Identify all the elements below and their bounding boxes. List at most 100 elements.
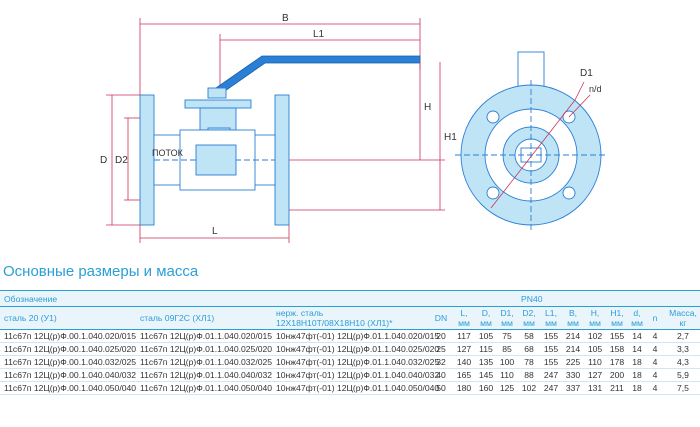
- dim-l-label: L: [212, 226, 218, 237]
- table-cell: 127: [587, 370, 603, 380]
- dim-h1-label: H1: [444, 132, 457, 143]
- table-cell: 50: [436, 383, 446, 393]
- table-cell: 214: [565, 331, 581, 341]
- valve-handle: [215, 55, 421, 94]
- header-col: d,: [633, 308, 641, 318]
- header-col: B,: [568, 308, 578, 318]
- table-cell: 155: [543, 357, 559, 367]
- header-col: L,: [460, 308, 468, 318]
- dim-b-label: B: [282, 13, 289, 24]
- dimension-d1: [490, 81, 591, 209]
- dimension-h: [289, 62, 445, 211]
- table-cell: 11с67п 12Ц(р)Ф.00.1.040.032/025: [4, 357, 137, 367]
- table-header-row-1: Обозначение PN40: [0, 290, 700, 307]
- table-cell: 58: [524, 331, 534, 341]
- header-oboznachenie: Обозначение: [4, 294, 58, 304]
- table-cell: 78: [524, 357, 534, 367]
- header-unit: мм: [501, 318, 513, 328]
- table-cell: 11с67п 12Ц(р)Ф.00.1.040.040/032: [4, 370, 137, 380]
- table-cell: 4: [652, 357, 658, 367]
- table-cell: 10нж47фт(-01) 12Ц(р)Ф.01.1.040.040/032: [276, 370, 440, 380]
- table-cell: 330: [565, 370, 581, 380]
- table-cell: 3,3: [677, 344, 689, 354]
- table-cell: 247: [543, 383, 559, 393]
- table-cell: 211: [610, 383, 624, 393]
- table-cell: 110: [500, 370, 514, 380]
- header-col: H,: [590, 308, 600, 318]
- table-cell: 155: [543, 331, 559, 341]
- table-cell: 32: [436, 357, 446, 367]
- table-cell: 4,3: [677, 357, 689, 367]
- table-cell: 102: [587, 331, 603, 341]
- table-cell: 225: [565, 357, 581, 367]
- table-cell: 14: [632, 344, 642, 354]
- table-cell: 18: [632, 370, 642, 380]
- header-unit: мм: [545, 318, 557, 328]
- dim-nd-label: n/d: [589, 84, 602, 94]
- table-cell: 140: [456, 357, 472, 367]
- dim-h-label: H: [424, 102, 431, 113]
- table-cell: 131: [587, 383, 603, 393]
- header-col: L1,: [545, 308, 557, 318]
- dimension-l: [139, 225, 290, 243]
- table-cell: 85: [502, 344, 512, 354]
- table-cell: 145: [478, 370, 494, 380]
- dimension-d: [106, 94, 140, 226]
- table-cell: 20: [436, 331, 446, 341]
- table-cell: 135: [478, 357, 494, 367]
- dim-d-label: D: [100, 155, 107, 166]
- table-cell: 11с67п 12Ц(р)Ф.01.1.040.040/032: [140, 370, 273, 380]
- header-unit: мм: [589, 318, 601, 328]
- header-unit: мм: [611, 318, 623, 328]
- table-cell: 4: [652, 344, 658, 354]
- table-cell: 11с67п 12Ц(р)Ф.01.1.040.025/020: [140, 344, 273, 354]
- table-cell: 11с67п 12Ц(р)Ф.00.1.040.050/040: [4, 383, 137, 393]
- table-cell: 214: [565, 344, 581, 354]
- table-cell: 102: [521, 383, 537, 393]
- table-cell: 11с67п 12Ц(р)Ф.01.1.040.020/015: [140, 331, 273, 341]
- flow-label: ПОТОК: [152, 148, 184, 158]
- dimension-b: [139, 18, 421, 95]
- table-cell: 180: [456, 383, 472, 393]
- header-unit: мм: [480, 318, 492, 328]
- table-cell: 11с67п 12Ц(р)Ф.01.1.040.032/025: [140, 357, 273, 367]
- header-unit: мм: [631, 318, 643, 328]
- table-cell: 11с67п 12Ц(р)Ф.00.1.040.025/020: [4, 344, 137, 354]
- header-col: DN: [434, 313, 448, 323]
- table-cell: 10нж47фт(-01) 12Ц(р)Ф.01.1.040.020/015: [276, 331, 440, 341]
- table-cell: 88: [524, 370, 534, 380]
- table-cell: 155: [543, 344, 559, 354]
- table-cell: 25: [436, 344, 446, 354]
- section-heading: Основные размеры и масса: [3, 263, 199, 280]
- table-cell: 127: [456, 344, 472, 354]
- table-cell: 10нж47фт(-01) 12Ц(р)Ф.01.1.040.032/025: [276, 357, 440, 367]
- table-cell: 11с67п 12Ц(р)Ф.01.1.040.050/040: [140, 383, 273, 393]
- header-steel20: сталь 20 (У1): [4, 313, 57, 323]
- table-cell: 165: [456, 370, 472, 380]
- header-col: Масса,: [669, 308, 697, 318]
- table-cell: 10нж47фт(-01) 12Ц(р)Ф.01.1.040.050/040: [276, 383, 440, 393]
- table-cell: 75: [502, 331, 512, 341]
- table-cell: 10нж47фт(-01) 12Ц(р)Ф.01.1.040.025/020: [276, 344, 440, 354]
- header-unit: мм: [523, 318, 535, 328]
- dim-d1-label: D1: [580, 68, 593, 79]
- table-cell: 158: [609, 344, 625, 354]
- header-col: n: [652, 313, 658, 323]
- table-cell: 14: [632, 331, 642, 341]
- table-cell: 178: [609, 357, 625, 367]
- table-cell: 68: [524, 344, 534, 354]
- table-cell: 7,5: [677, 383, 689, 393]
- table-cell: 18: [632, 357, 642, 367]
- table-cell: 4: [652, 370, 658, 380]
- table-cell: 155: [609, 331, 625, 341]
- table-cell: 4: [652, 383, 658, 393]
- header-unit: мм: [567, 318, 579, 328]
- header-col: H1,: [610, 308, 624, 318]
- table-cell: 2,7: [677, 331, 689, 341]
- table-cell: 160: [478, 383, 494, 393]
- valve-stem: [184, 87, 252, 137]
